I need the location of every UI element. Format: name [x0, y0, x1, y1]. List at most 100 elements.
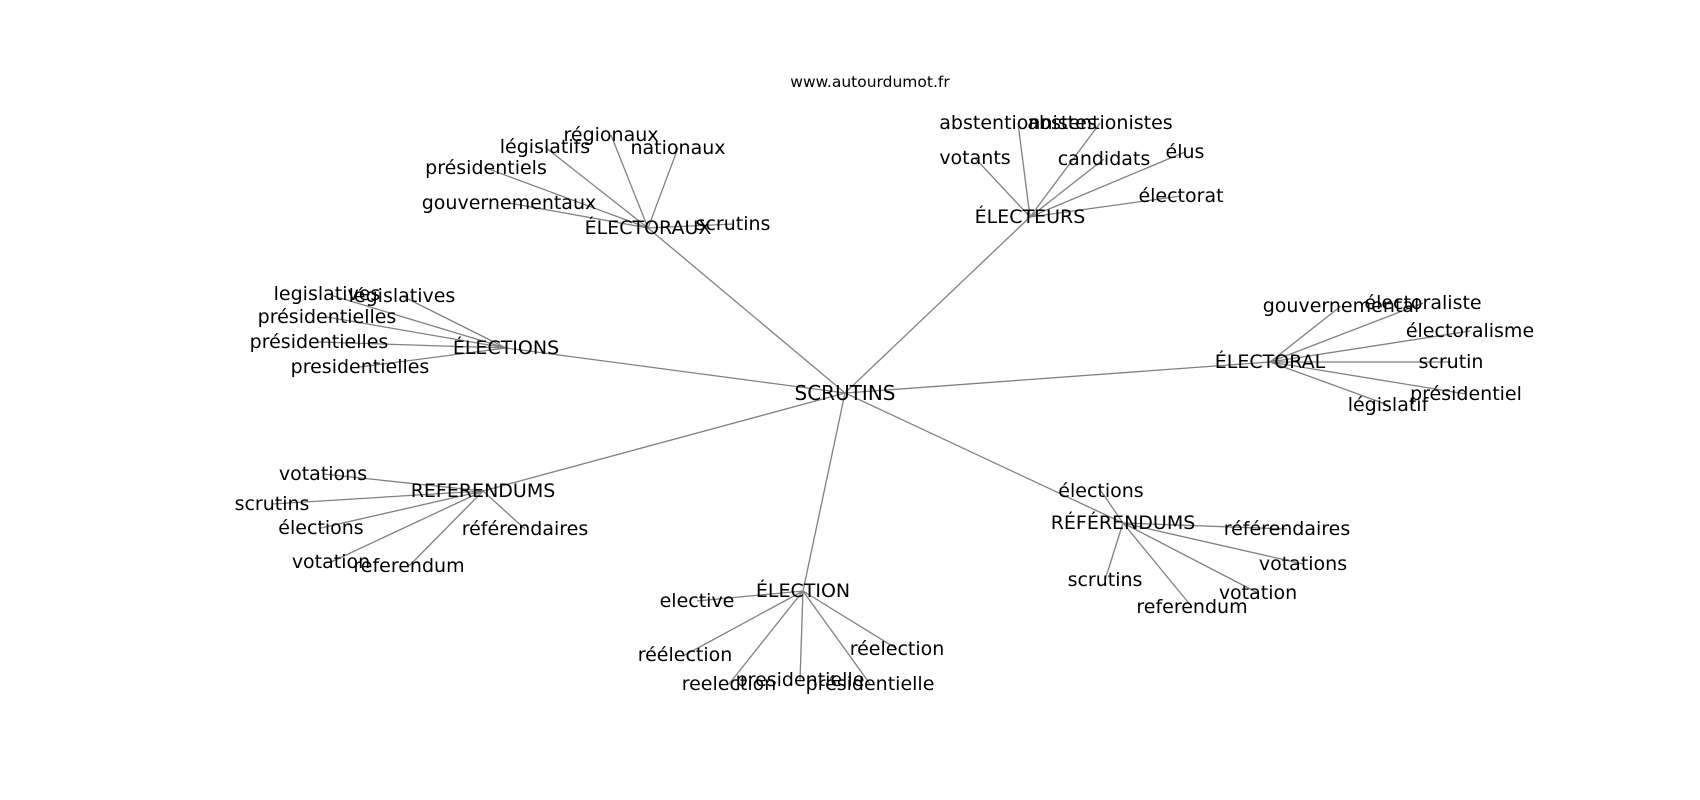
graph-edge: [684, 590, 804, 656]
leaf-node-label[interactable]: électorat: [1138, 185, 1223, 207]
graph-edge: [696, 590, 804, 602]
graph-edge: [647, 227, 846, 394]
leaf-node-label[interactable]: réelection: [850, 638, 945, 660]
graph-edge: [485, 167, 649, 229]
graph-edge: [1269, 302, 1424, 363]
graph-edge: [322, 473, 484, 492]
leaf-node-label[interactable]: votations: [279, 463, 367, 485]
graph-edge: [1122, 522, 1259, 594]
leaf-node-label[interactable]: gouvernementaux: [422, 192, 597, 214]
graph-edge: [508, 202, 649, 229]
graph-edge: [1269, 361, 1467, 395]
leaf-node-label[interactable]: présidentielle: [806, 673, 935, 695]
graph-edge: [1017, 122, 1031, 218]
hub-node-label[interactable]: ÉLECTEURS: [975, 205, 1086, 228]
graph-edge: [802, 590, 898, 650]
graph-edge: [1269, 305, 1342, 363]
leaf-node-label[interactable]: scrutins: [1068, 569, 1143, 591]
graph-edge: [802, 392, 846, 592]
leaf-node-label[interactable]: nationaux: [630, 137, 725, 159]
graph-edge: [844, 392, 1124, 524]
graph-edge: [505, 347, 846, 394]
leaf-node-label[interactable]: réélection: [638, 644, 733, 666]
leaf-node-label[interactable]: votations: [1259, 553, 1347, 575]
graph-edge: [1029, 122, 1101, 218]
leaf-node-label[interactable]: élus: [1166, 141, 1205, 163]
leaf-node-label[interactable]: élections: [278, 517, 363, 539]
leaf-node-label[interactable]: élections: [1058, 480, 1143, 502]
leaf-node-label[interactable]: présidentielles: [258, 306, 397, 328]
leaf-node-label[interactable]: votation: [1219, 582, 1297, 604]
hub-node-label[interactable]: ÉLECTION: [756, 579, 850, 602]
graph-edge: [326, 316, 507, 349]
graph-edge: [544, 146, 649, 229]
graph-edge: [728, 590, 804, 685]
graph-edge: [647, 223, 734, 229]
graph-edge: [1029, 151, 1186, 218]
graph-edge: [271, 490, 484, 505]
leaf-node-label[interactable]: scrutins: [696, 213, 771, 235]
site-credit: www.autourdumot.fr: [790, 73, 950, 91]
leaf-node-label[interactable]: présidentielles: [250, 331, 389, 353]
leaf-node-label[interactable]: elective: [660, 590, 735, 612]
leaf-node-label[interactable]: présidentiel: [1410, 383, 1522, 405]
leaf-node-label[interactable]: législatif: [1348, 394, 1430, 416]
center-node-label[interactable]: SCRUTINS: [795, 381, 896, 405]
leaf-node-label[interactable]: électoraliste: [1364, 292, 1481, 314]
leaf-node-label[interactable]: referendum: [353, 555, 464, 577]
graph-edge: [1100, 490, 1124, 524]
graph-edge: [1029, 195, 1182, 218]
leaf-node-label[interactable]: référendaires: [462, 518, 589, 540]
leaf-node-label[interactable]: reelection: [682, 673, 777, 695]
graph-edge: [326, 293, 507, 349]
hub-node-label[interactable]: ÉLECTORAUX: [585, 216, 712, 239]
graph-edge: [318, 341, 507, 349]
graph-edge: [1269, 330, 1471, 363]
hub-node-label[interactable]: REFERENDUMS: [411, 480, 556, 502]
graph-edge: [1104, 522, 1124, 581]
graph-edge: [1122, 522, 1288, 530]
leaf-node-label[interactable]: candidats: [1058, 148, 1151, 170]
graph-edge: [320, 490, 484, 529]
graph-edge: [408, 490, 484, 567]
leaf-node-label[interactable]: législatives: [349, 285, 456, 307]
graph-edge: [647, 147, 679, 229]
graph-edge: [1269, 361, 1389, 406]
graph-edge: [799, 590, 804, 681]
graph-edges: [271, 122, 1471, 685]
leaf-node-label[interactable]: régionaux: [563, 124, 658, 146]
graph-edge: [1122, 522, 1304, 565]
leaf-node-label[interactable]: abstentionistes: [1027, 112, 1172, 134]
leaf-node-label[interactable]: legislatives: [274, 283, 381, 305]
hub-node-label[interactable]: ÉLECTORAL: [1215, 350, 1326, 373]
leaf-node-label[interactable]: abstentionnistes: [939, 112, 1096, 134]
graph-edge: [974, 157, 1031, 218]
graph-edge: [330, 490, 484, 563]
graph-edge: [610, 134, 649, 229]
graph-edge: [1122, 522, 1193, 608]
leaf-node-label[interactable]: référendaires: [1224, 518, 1351, 540]
graph-edge: [482, 392, 846, 492]
leaf-node-label[interactable]: presidentielle: [736, 669, 865, 691]
leaf-node-label[interactable]: scrutins: [235, 493, 310, 515]
leaf-node-label[interactable]: présidentiels: [425, 157, 547, 179]
graph-edge: [844, 361, 1271, 394]
graph-edge: [844, 216, 1031, 394]
hub-node-label[interactable]: ÉLECTIONS: [453, 336, 559, 359]
graph-edge: [1029, 158, 1105, 218]
leaf-node-label[interactable]: législatifs: [500, 136, 590, 158]
graph-edge: [359, 347, 507, 368]
hub-node-label[interactable]: RÉFÉRENDUMS: [1051, 511, 1196, 534]
leaf-node-label[interactable]: gouvernemental: [1263, 295, 1419, 317]
graph-edge: [401, 295, 507, 349]
leaf-node-label[interactable]: électoralisme: [1406, 320, 1534, 342]
leaf-node-label[interactable]: presidentielles: [291, 356, 430, 378]
leaf-node-label[interactable]: scrutin: [1419, 351, 1484, 373]
graph-edge: [482, 490, 526, 530]
leaf-node-label[interactable]: votants: [939, 147, 1010, 169]
leaf-node-label[interactable]: votation: [292, 551, 370, 573]
graph-edge: [802, 590, 871, 685]
leaf-node-label[interactable]: referendum: [1136, 596, 1247, 618]
